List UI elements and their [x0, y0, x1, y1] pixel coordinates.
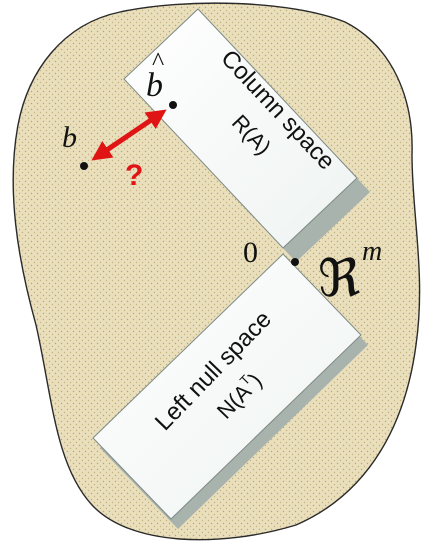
point-b: [80, 162, 88, 170]
column-space-panel: [123, 8, 370, 262]
space-symbol: ℜ: [318, 251, 360, 308]
label-b-hat-accent: ^: [152, 47, 164, 76]
label-b: b: [62, 121, 77, 154]
left-null-space-panel: [92, 253, 368, 529]
label-b-hat: b: [146, 67, 163, 104]
space-exponent: m: [362, 236, 382, 267]
point-b-hat: [169, 101, 177, 109]
point-origin: [291, 258, 299, 266]
distance-question-mark: ?: [125, 159, 143, 192]
label-origin: 0: [243, 236, 258, 269]
distance-arrow: [91, 109, 167, 161]
